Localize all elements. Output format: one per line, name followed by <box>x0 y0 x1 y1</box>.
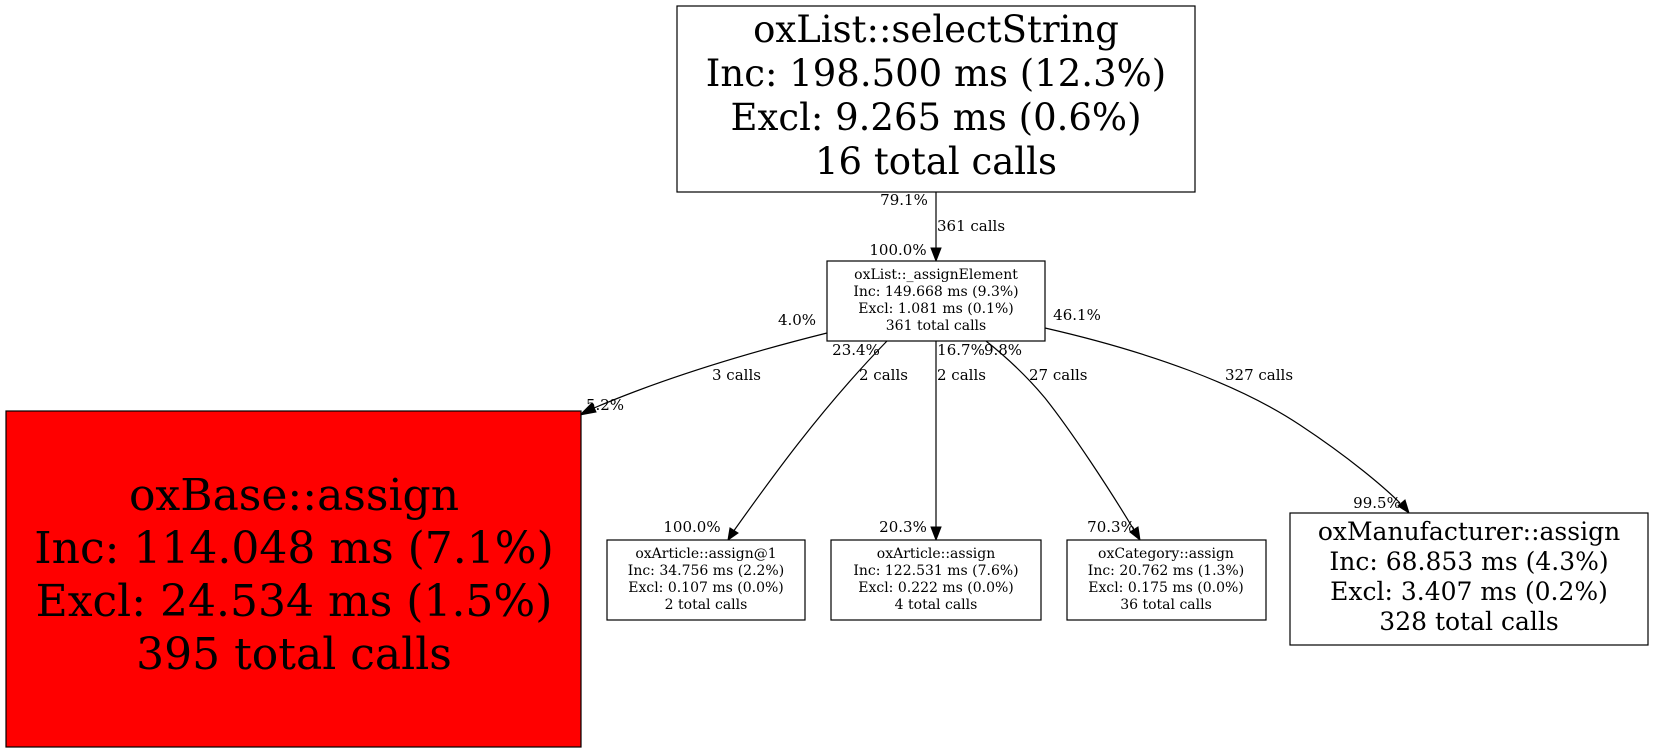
edge-element-to-article: 16.7% 2 calls 20.3% <box>879 341 986 542</box>
node-function-name: oxArticle::assign@1 <box>635 546 776 562</box>
edge-element-to-article1: 23.4% 2 calls 100.0% <box>663 340 908 542</box>
node-total-calls: 2 total calls <box>665 597 748 613</box>
edge-line <box>985 340 1135 531</box>
node-manufacturer-assign[interactable]: oxManufacturer::assign Inc: 68.853 ms (4… <box>1289 512 1649 646</box>
edge-element-to-manufacturer: 46.1% 327 calls 99.5% <box>1044 306 1410 515</box>
node-box <box>1066 539 1267 621</box>
node-function-name: oxManufacturer::assign <box>1318 517 1620 546</box>
edge-calls-label: 361 calls <box>937 217 1005 235</box>
edge-tail-percent: 16.7% <box>937 341 985 359</box>
edge-head-percent: 5.2% <box>586 396 624 414</box>
edge-line <box>593 332 828 409</box>
node-function-name: oxBase::assign <box>129 470 459 521</box>
node-exclusive-time: Excl: 24.534 ms (1.5%) <box>36 576 553 627</box>
node-total-calls: 328 total calls <box>1379 607 1558 636</box>
node-exclusive-time: Excl: 1.081 ms (0.1%) <box>858 301 1014 317</box>
node-inclusive-time: Inc: 149.668 ms (9.3%) <box>853 284 1018 300</box>
edge-calls-label: 27 calls <box>1029 366 1088 384</box>
node-category-assign[interactable]: oxCategory::assign Inc: 20.762 ms (1.3%)… <box>1066 539 1267 621</box>
node-function-name: oxList::_assignElement <box>854 267 1018 283</box>
node-base-assign[interactable]: oxBase::assign Inc: 114.048 ms (7.1%) Ex… <box>5 410 582 748</box>
arrow-head <box>578 402 597 416</box>
node-inclusive-time: Inc: 68.853 ms (4.3%) <box>1329 547 1608 576</box>
node-total-calls: 36 total calls <box>1120 597 1212 613</box>
edge-calls-label: 3 calls <box>712 366 761 384</box>
edge-head-percent: 100.0% <box>869 241 926 259</box>
node-assign-element[interactable]: oxList::_assignElement Inc: 149.668 ms (… <box>826 260 1046 342</box>
node-box <box>5 410 582 748</box>
edge-element-to-category: 9.8% 27 calls 70.3% <box>984 340 1141 542</box>
edge-head-percent: 100.0% <box>663 518 720 536</box>
edge-calls-label: 2 calls <box>859 366 908 384</box>
edge-tail-percent: 79.1% <box>880 191 928 209</box>
node-box <box>826 260 1046 342</box>
edge-head-percent: 20.3% <box>879 518 927 536</box>
node-inclusive-time: Inc: 34.756 ms (2.2%) <box>628 563 784 579</box>
edge-tail-percent: 46.1% <box>1053 306 1101 324</box>
edge-tail-percent: 23.4% <box>832 341 880 359</box>
node-select-string[interactable]: oxList::selectString Inc: 198.500 ms (12… <box>676 5 1196 193</box>
node-exclusive-time: Excl: 0.107 ms (0.0%) <box>628 580 784 596</box>
node-exclusive-time: Excl: 0.222 ms (0.0%) <box>858 580 1014 596</box>
edge-calls-label: 2 calls <box>937 366 986 384</box>
node-box <box>676 5 1196 193</box>
node-function-name: oxCategory::assign <box>1098 546 1234 562</box>
arrow-head <box>727 527 739 542</box>
node-box <box>1289 512 1649 646</box>
node-total-calls: 361 total calls <box>886 318 986 334</box>
node-box <box>606 539 806 621</box>
edge-line <box>1044 327 1401 504</box>
arrow-head <box>930 526 942 542</box>
node-total-calls: 16 total calls <box>815 140 1057 183</box>
edge-head-percent: 99.5% <box>1353 494 1401 512</box>
edge-tail-percent: 9.8% <box>984 341 1022 359</box>
node-article-assign-1[interactable]: oxArticle::assign@1 Inc: 34.756 ms (2.2%… <box>606 539 806 621</box>
node-function-name: oxArticle::assign <box>877 546 995 562</box>
node-article-assign[interactable]: oxArticle::assign Inc: 122.531 ms (7.6%)… <box>830 539 1042 621</box>
edge-line <box>732 340 888 533</box>
edge-head-percent: 70.3% <box>1087 518 1135 536</box>
edge-select-to-element: 79.1% 361 calls 100.0% <box>869 191 1005 263</box>
node-total-calls: 4 total calls <box>895 597 978 613</box>
edge-element-to-base: 4.0% 3 calls 5.2% <box>578 311 828 416</box>
node-function-name: oxList::selectString <box>753 8 1119 51</box>
arrow-head <box>1129 526 1141 542</box>
edge-tail-percent: 4.0% <box>778 311 816 329</box>
node-inclusive-time: Inc: 114.048 ms (7.1%) <box>34 523 554 574</box>
node-inclusive-time: Inc: 198.500 ms (12.3%) <box>706 52 1166 95</box>
arrow-head <box>1397 499 1410 515</box>
arrow-head <box>930 247 942 263</box>
node-inclusive-time: Inc: 122.531 ms (7.6%) <box>853 563 1018 579</box>
node-total-calls: 395 total calls <box>136 629 452 680</box>
node-exclusive-time: Excl: 3.407 ms (0.2%) <box>1330 577 1608 606</box>
node-exclusive-time: Excl: 9.265 ms (0.6%) <box>730 96 1141 139</box>
node-box <box>830 539 1042 621</box>
node-exclusive-time: Excl: 0.175 ms (0.0%) <box>1088 580 1244 596</box>
node-inclusive-time: Inc: 20.762 ms (1.3%) <box>1088 563 1244 579</box>
edge-calls-label: 327 calls <box>1225 366 1293 384</box>
